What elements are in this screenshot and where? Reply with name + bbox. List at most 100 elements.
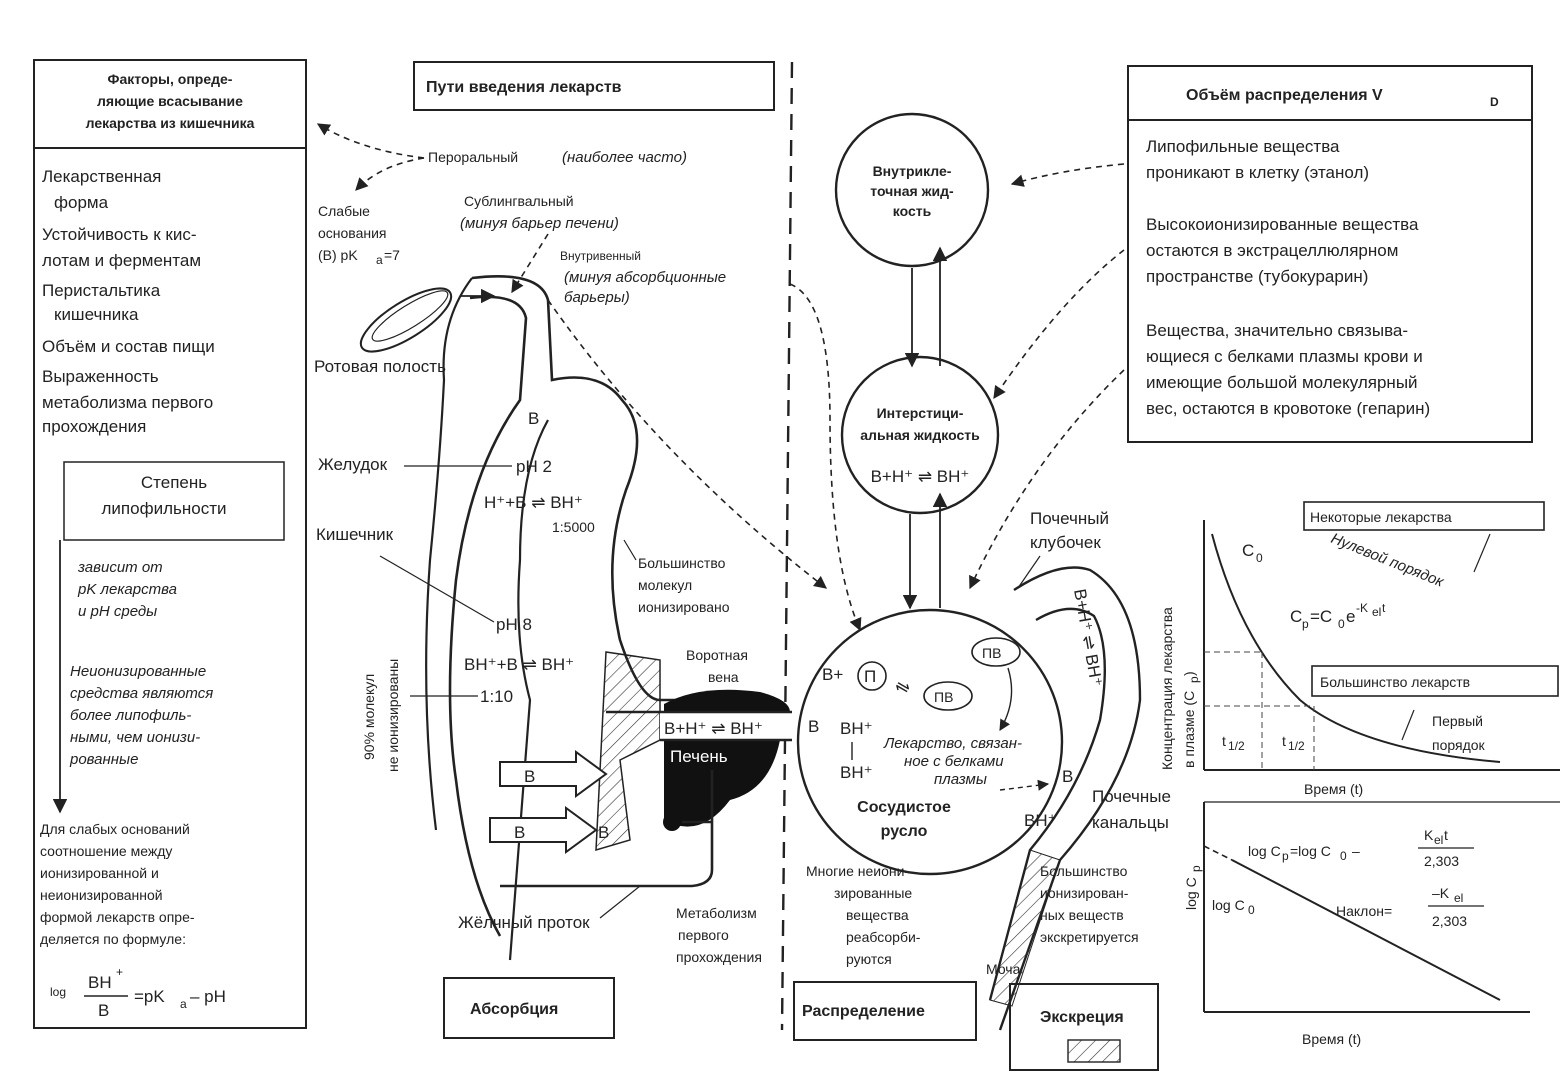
absorption-distribution-separator — [780, 61, 794, 1031]
factor-item: Перистальтика — [42, 281, 161, 300]
factor-item: Объём и состав пищи — [42, 337, 215, 356]
first-pass-3: прохождения — [676, 949, 762, 965]
intracellular-line-1: Внутрикле- — [873, 163, 952, 179]
vascular-B-P: B+ — [822, 665, 843, 684]
absorption-arrow-1-label: B — [524, 767, 535, 786]
weak-bases-line-2: соотношение между — [40, 843, 172, 859]
some-drugs-box — [1303, 501, 1545, 531]
bile-duct-line — [500, 770, 714, 888]
reabsorbed-2: зированные — [834, 885, 912, 901]
ionized-3: ных веществ — [1040, 907, 1124, 923]
formula-denominator: B — [98, 1001, 109, 1020]
glomerulus-label-2: клубочек — [1030, 533, 1101, 552]
vascular-B: B — [808, 717, 819, 736]
frac-num: K — [1424, 827, 1434, 843]
exp-eq-sub2: 0 — [1338, 617, 1345, 631]
first-pass-2: первого — [678, 927, 729, 943]
tubule-B: B — [1062, 767, 1073, 786]
interstitial-compartment — [840, 355, 1000, 515]
nonionized-line-3: более липофиль- — [70, 707, 191, 724]
absorption-box — [443, 977, 615, 1039]
route-oral-note: (наиболее часто) — [562, 149, 687, 166]
bound-note-3: плазмы — [934, 771, 987, 788]
route-sublingual-note: (минуя барьер печени) — [460, 215, 619, 232]
kidney-tubule-outer — [998, 566, 1142, 1031]
exp-eq-pow: -K — [1356, 601, 1368, 615]
gi-tract-outline — [471, 275, 676, 702]
intracellular-compartment — [834, 112, 990, 268]
bound-PB-2-label: ПВ — [982, 645, 1001, 661]
intestine-ratio: 1:10 — [480, 687, 513, 706]
liver-shape — [664, 740, 780, 827]
chart2-ylabel-sub: p — [1189, 865, 1203, 872]
majority-leader — [623, 539, 637, 561]
exp-eq-sub: p — [1302, 617, 1309, 631]
distribution-box — [793, 981, 977, 1041]
lipophilicity-box — [63, 461, 285, 541]
intracellular-line-3: кость — [893, 203, 932, 219]
bound-note-1: Лекарство, связан- — [883, 735, 1022, 752]
half-life-2-sub: 1/2 — [1288, 739, 1305, 753]
absorption-arrow-2-label: B — [514, 823, 525, 842]
route-oral: Пероральный — [428, 149, 518, 165]
interstitial-line-2: альная жидкость — [860, 427, 980, 443]
factors-title-line-1: Факторы, опреде- — [108, 71, 233, 87]
half-life-1: t — [1222, 733, 1226, 749]
factor-item: Лекарственная — [42, 167, 161, 186]
volume-to-vascular-arrow — [969, 369, 1125, 590]
log-concentration-chart: log C p log C p =log C 0 – K el t 2,303 … — [1183, 801, 1560, 1047]
volume-p3-3: имеющие большой молекулярный — [1146, 373, 1418, 392]
majority-ionized-3: ионизировано — [638, 599, 730, 615]
factor-item: кишечника — [54, 305, 139, 324]
volume-p1-1: Липофильные вещества — [1146, 137, 1340, 156]
formula-rhs-sub: a — [180, 997, 187, 1011]
sublingual-arrow — [511, 233, 549, 294]
lipophilicity-line-2: липофильности — [102, 499, 227, 518]
log-eq-1: log C — [1248, 843, 1281, 859]
absorption-arrow-2: B — [489, 806, 598, 854]
absorption-title: Абсорбция — [470, 1001, 558, 1018]
nonionized-line-2: средства являются — [70, 685, 213, 702]
bound-PB-1 — [923, 681, 973, 711]
volume-p2-2: остаются в экстрацеллюлярном — [1146, 241, 1398, 260]
zero-order-label: Нулевой порядок — [1329, 530, 1447, 591]
secretion-arrow — [999, 779, 1050, 791]
intestine-leader — [379, 555, 495, 623]
majority-ionized-2: молекул — [638, 577, 692, 593]
routes-title: Пути введения лекарств — [426, 79, 622, 96]
most-drugs-label: Большинство лекарств — [1320, 674, 1470, 690]
iv-to-vascular-arrow — [789, 283, 862, 632]
log-eq-sub2: 0 — [1340, 849, 1347, 863]
log-eq-1-sub: p — [1282, 849, 1289, 863]
portal-vein-label-1: Воротная — [686, 647, 748, 663]
stomach-B: B — [528, 409, 539, 428]
ionized-4: экскретируется — [1040, 929, 1139, 945]
route-iv-note-2: барьеры) — [564, 289, 630, 306]
factors-panel-frame — [33, 59, 307, 1029]
vascular-title-1: Сосудистое — [857, 799, 951, 816]
mouth-label: Ротовая полость — [314, 357, 446, 376]
chart2-ylabel: log C — [1183, 877, 1199, 910]
excretion-title: Экскреция — [1040, 1009, 1124, 1026]
weak-bases-label-tail: =7 — [384, 247, 400, 263]
log-eq-tail: – — [1352, 843, 1360, 859]
depends-line-1: зависит от — [77, 559, 163, 576]
portal-vein-label-2: вена — [708, 669, 739, 685]
factor-item: форма — [54, 193, 109, 212]
formula-log: log — [50, 985, 66, 999]
weak-bases-label-2: основания — [318, 225, 387, 241]
frac-den: 2,303 — [1424, 853, 1459, 869]
log-linear-dashed — [1203, 845, 1233, 861]
reabsorbed-5: руются — [846, 951, 892, 967]
factor-item: прохождения — [42, 417, 146, 436]
factor-item: метаболизма первого — [42, 393, 213, 412]
kidney-tubule-inner — [988, 607, 1106, 1001]
lipophilicity-line-1: Степень — [141, 473, 207, 492]
frac-num-tail: t — [1444, 827, 1448, 843]
reabsorbed-1: Многие неиони- — [806, 863, 909, 879]
volume-title-sub: D — [1490, 95, 1499, 109]
intestine-label: Кишечник — [316, 525, 394, 544]
tubule-BH: BH⁺ — [1024, 811, 1057, 830]
volume-title: Объём распределения V — [1186, 87, 1383, 104]
formula-tail: – pH — [190, 987, 226, 1006]
